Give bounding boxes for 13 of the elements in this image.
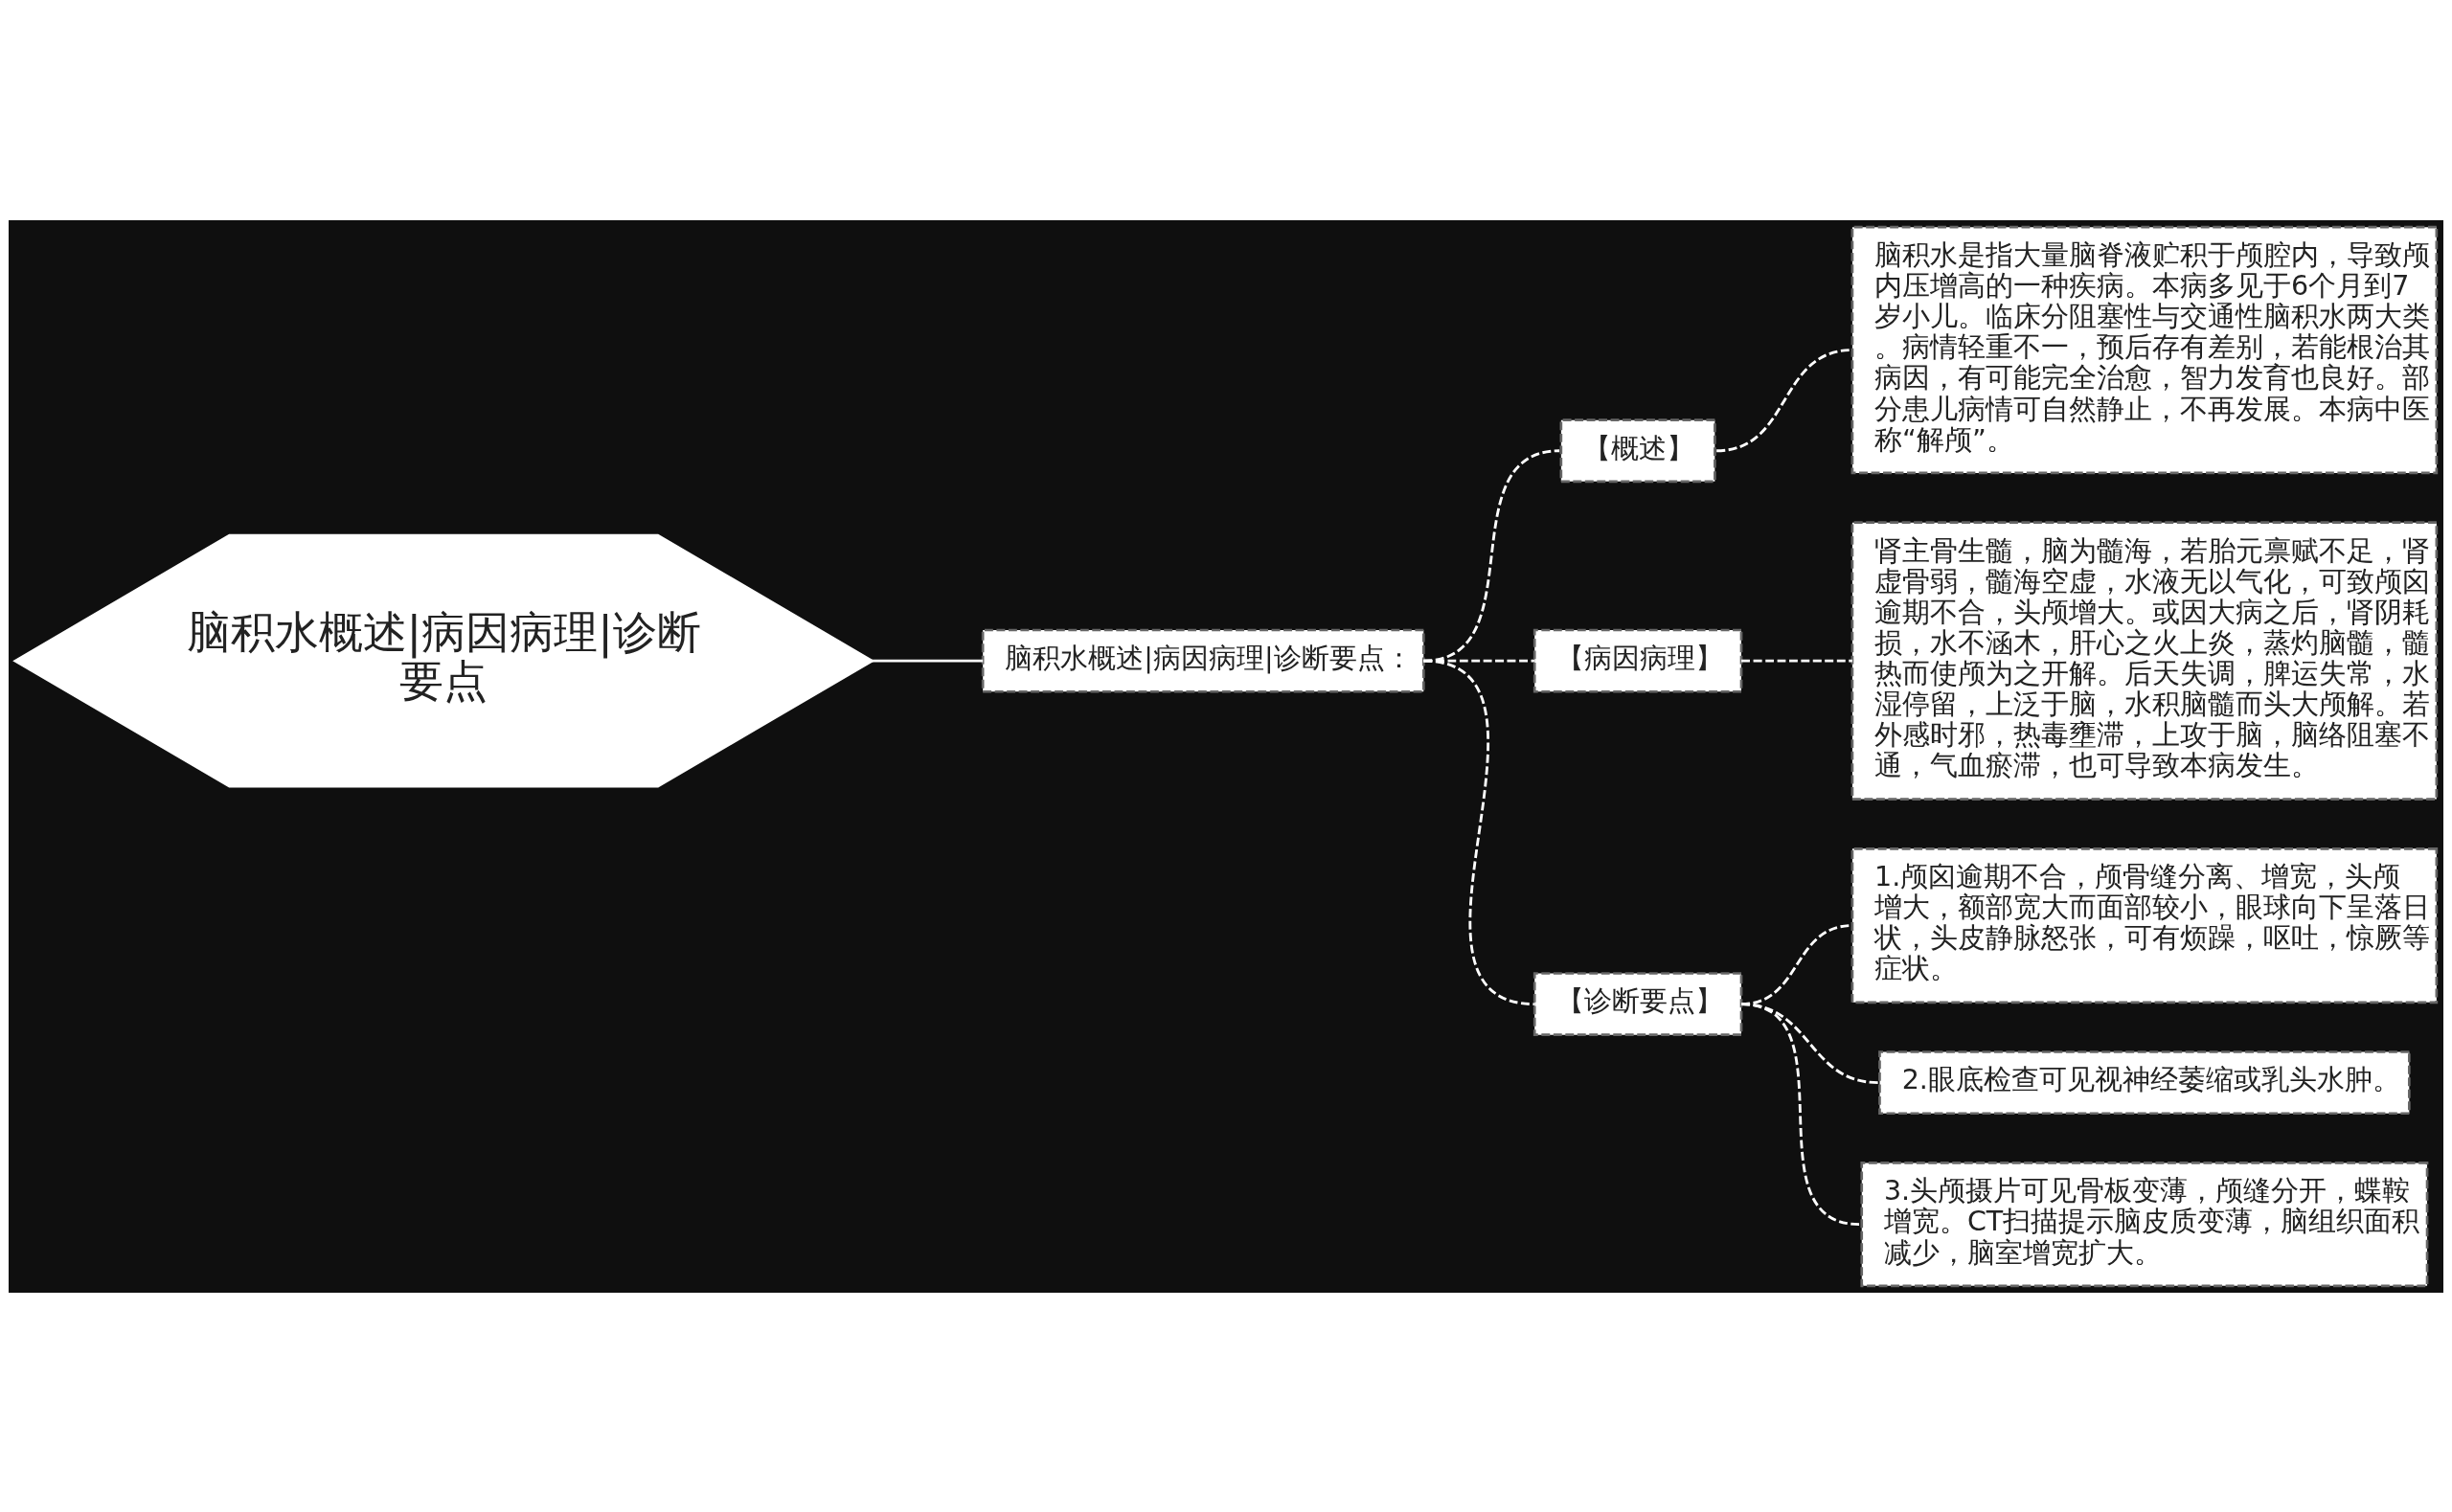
node-box: 【概述】 xyxy=(1559,417,1716,483)
connector xyxy=(872,659,984,663)
node-box: 脑积水概述|病因病理|诊断要点： xyxy=(981,628,1425,693)
connector xyxy=(1740,1002,1860,1226)
node-box: 肾主骨生髓，脑为髓海，若胎元禀赋不足，肾虚骨弱，髓海空虚，水液无以气化，可致颅囟逾期不合，头颅增大。或因大病之后，肾阴耗损，水不涵木，肝心之火上炎，蒸灼脑髓，髓热而使颅为之开解。后天失调，脾运失常，水湿停留，上泛于脑，水积脑髓而头大颅解。若外感时邪，热毒壅滞，上攻于脑，脑络阻塞不通，气血瘀滞，也可导致本病发生。 xyxy=(1850,520,2439,801)
connector xyxy=(1423,659,1535,1005)
node-box: 脑积水是指大量脑脊液贮积于颅腔内，导致颅内压增高的一种疾病。本病多见于6个月到7岁小儿。临床分阻塞性与交通性脑积水两大类。病情轻重不一，预后存有差别，若能根治其病因，有可能完全治愈，智力发育也良好。部分患儿病情可自然静止，不再发展。本病中医称“解颅”。 xyxy=(1850,225,2439,474)
node-box: 【病因病理】 xyxy=(1532,628,1743,693)
node-box: 3.头颅摄片可见骨板变薄，颅缝分开，蝶鞍增宽。CT扫描提示脑皮质变薄，脑组织面积减少，脑室增宽扩大。 xyxy=(1860,1161,2429,1287)
node-box: 【诊断要点】 xyxy=(1532,971,1743,1036)
connector xyxy=(1741,659,1852,663)
node-box: 1.颅囟逾期不合，颅骨缝分离、增宽，头颅增大，额部宽大而面部较小，眼球向下呈落日状，头皮静脉怒张，可有烦躁，呕吐，惊厥等症状。 xyxy=(1850,846,2439,1004)
node-box: 2.眼底检查可见视神经萎缩或乳头水肿。 xyxy=(1878,1049,2411,1115)
